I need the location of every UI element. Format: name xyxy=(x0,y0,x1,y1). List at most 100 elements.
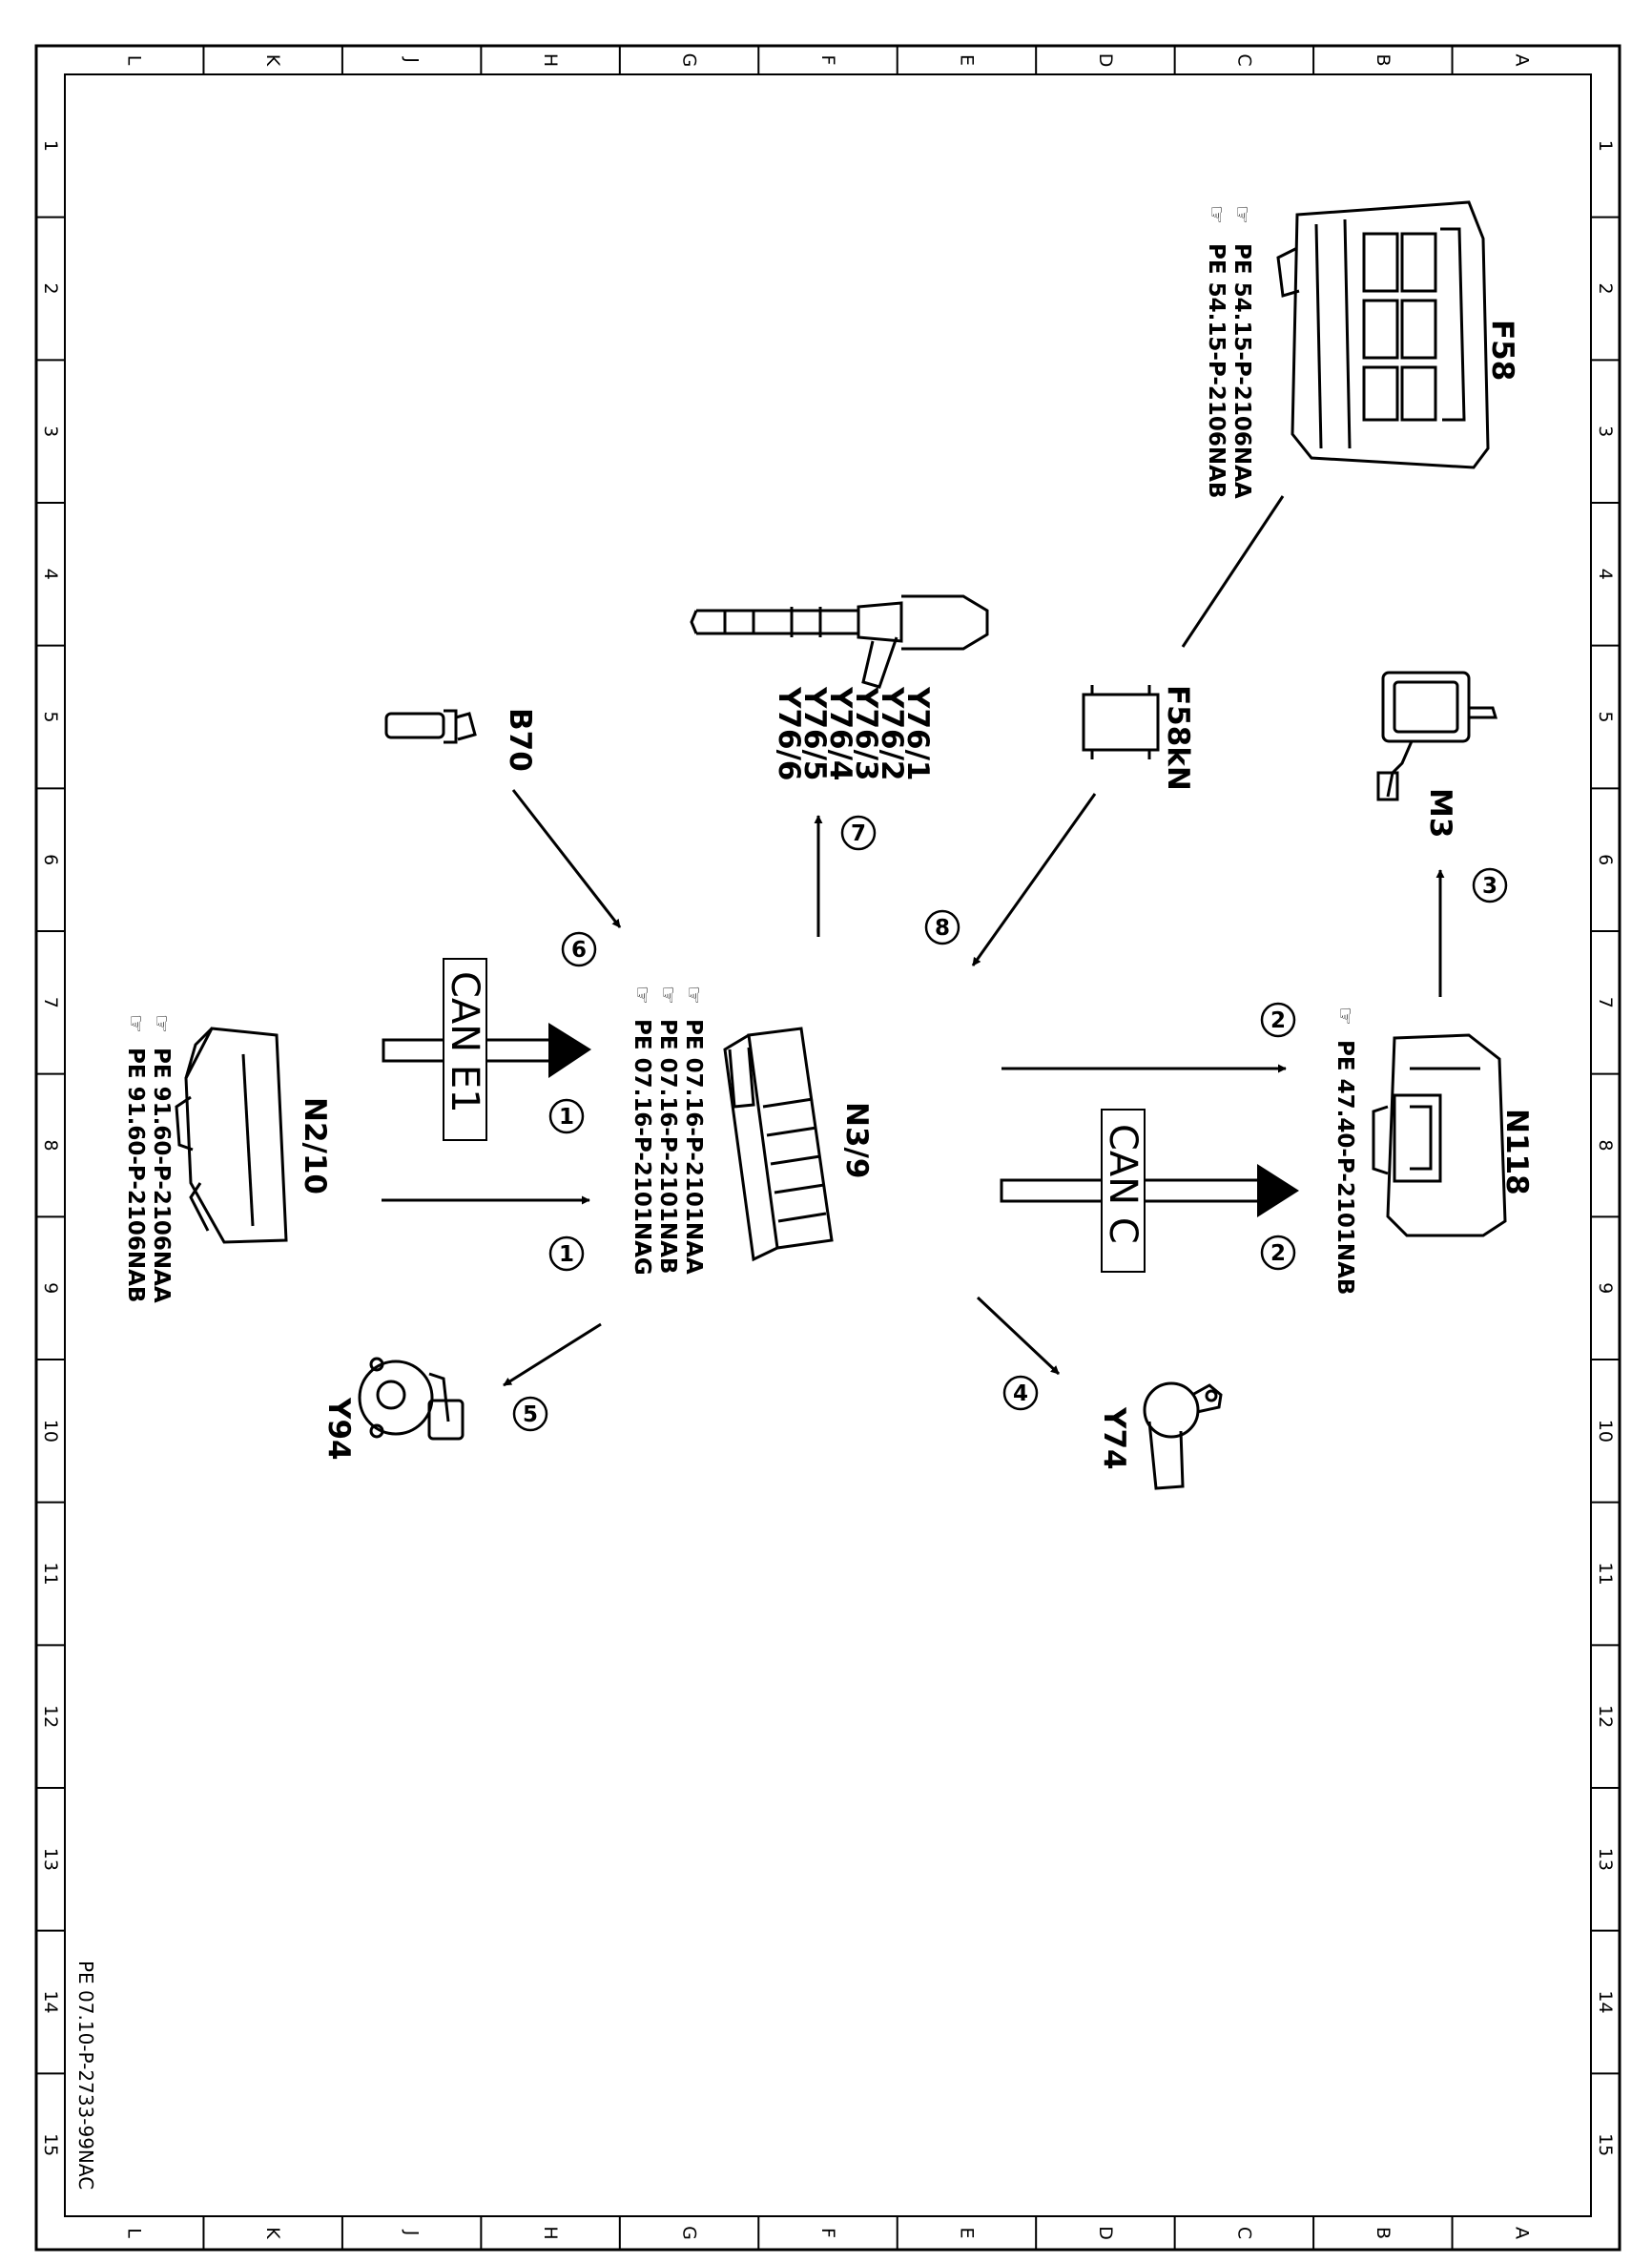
n2-10-ref-1: PE 91.60-P-2106NAA xyxy=(149,1048,174,1303)
n2-10-ref-2: PE 91.60-P-2106NAB xyxy=(123,1048,148,1302)
y94-quantity-control-valve-icon xyxy=(358,1357,465,1441)
row-label: 1 xyxy=(40,140,61,152)
column-label: F xyxy=(817,55,838,66)
row-label: 14 xyxy=(1595,1990,1616,2013)
column-label: C xyxy=(1233,2227,1254,2239)
f58kn-label: F58kN xyxy=(1161,685,1195,791)
column-label: C xyxy=(1233,53,1254,66)
n3-9-ref-2-icon: ☞ xyxy=(655,986,679,1005)
y74-pressure-regulator-icon xyxy=(1143,1381,1223,1490)
signal-callouts: 3 8 7 6 2 2 1 1 xyxy=(512,815,1508,1432)
row-label: 4 xyxy=(1595,569,1616,580)
y94-label: Y94 xyxy=(321,1397,356,1461)
column-label: L xyxy=(124,2228,145,2238)
column-label: A xyxy=(1511,54,1532,67)
column-label: J xyxy=(402,2230,423,2236)
n3-9-ref-1-icon: ☞ xyxy=(681,986,705,1005)
m3-component: M3 xyxy=(1376,671,1498,838)
n3-9-label: N3/9 xyxy=(839,1102,874,1178)
row-label: 13 xyxy=(1595,1848,1616,1871)
svg-text:5: 5 xyxy=(523,1402,538,1427)
drawing-number: PE 07.10-P-2733-99NAC xyxy=(74,1961,97,2190)
callout-1-lower: 1 xyxy=(548,1235,585,1272)
b70-sensor-icon xyxy=(384,709,477,744)
column-label: H xyxy=(540,2226,561,2239)
y76-injector-icon xyxy=(690,594,989,689)
row-label: 12 xyxy=(40,1705,61,1728)
n3-9-ref-2: PE 07.16-P-2101NAB xyxy=(655,1019,680,1274)
row-label: 11 xyxy=(40,1562,61,1585)
n118-ref-1: PE 47.40-P-2101NAB xyxy=(1332,1040,1357,1295)
row-label: 2 xyxy=(1595,282,1616,294)
column-label: B xyxy=(1373,53,1394,66)
y76-label-6: Y76/6 xyxy=(772,686,806,780)
f58-ref-2-icon: ☞ xyxy=(1204,205,1228,224)
svg-text:8: 8 xyxy=(935,916,950,941)
svg-text:3: 3 xyxy=(1482,874,1497,899)
row-label: 11 xyxy=(1595,1562,1616,1585)
y76-component: Y76/1 Y76/2 Y76/3 Y76/4 Y76/5 Y76/6 xyxy=(690,594,989,780)
n118-fuel-pump-control-unit-icon xyxy=(1372,1033,1507,1237)
n3-9-component: N3/9 ☞ ☞ ☞ PE 07.16-P-2101NAA PE 07.16-P… xyxy=(630,986,874,1276)
can-c-label: CAN C xyxy=(1101,1124,1145,1244)
column-label: D xyxy=(1095,2226,1116,2240)
can-c-arrowhead xyxy=(1257,1164,1299,1217)
column-label: L xyxy=(124,55,145,66)
row-label: 5 xyxy=(40,711,61,722)
row-label: 6 xyxy=(40,854,61,865)
n2-10-ref-1-icon: ☞ xyxy=(149,1014,173,1033)
row-label: 13 xyxy=(40,1848,61,1871)
f58-ref-1-icon: ☞ xyxy=(1229,205,1253,224)
callout-4: 4 xyxy=(1002,1375,1039,1411)
svg-text:1: 1 xyxy=(559,1105,574,1130)
can-e1-bus: CAN E1 xyxy=(382,958,591,1141)
column-label: E xyxy=(956,54,977,66)
callout-8: 8 xyxy=(924,909,960,945)
n3-9-ref-1: PE 07.16-P-2101NAA xyxy=(681,1019,706,1275)
callout-6: 6 xyxy=(561,931,597,967)
y76-label-4: Y76/4 xyxy=(823,686,857,780)
y74-label: Y74 xyxy=(1097,1406,1131,1470)
arrow-f58kn-to-n3-9 xyxy=(971,793,1097,966)
svg-text:2: 2 xyxy=(1270,1241,1286,1266)
can-e1-label: CAN E1 xyxy=(443,971,486,1113)
f58-fuse-box-icon xyxy=(1276,200,1490,469)
n2-10-component: N2/10 ☞ ☞ PE 91.60-P-2106NAA PE 91.60-P-… xyxy=(123,1014,332,1303)
f58-label: F58 xyxy=(1485,320,1519,381)
row-label: 14 xyxy=(40,1990,61,2013)
callout-3: 3 xyxy=(1472,867,1508,903)
column-label: G xyxy=(679,53,700,68)
f58-component: F58 PE 54.15-P-2106NAA PE 54.15-P-2106NA… xyxy=(1204,200,1519,499)
m3-label: M3 xyxy=(1423,788,1457,838)
can-e1-label-box xyxy=(443,958,487,1141)
y76-label-1: Y76/1 xyxy=(900,686,935,780)
n2-10-ref-2-icon: ☞ xyxy=(123,1014,147,1033)
n3-9-engine-control-unit-icon xyxy=(723,1027,834,1262)
row-label: 12 xyxy=(1595,1705,1616,1728)
row-label: 9 xyxy=(40,1282,61,1294)
n118-label: N118 xyxy=(1499,1109,1534,1195)
b70-component: B70 xyxy=(384,708,537,772)
y76-label-5: Y76/5 xyxy=(797,686,832,780)
row-label: 10 xyxy=(40,1420,61,1443)
svg-text:7: 7 xyxy=(851,821,866,846)
row-label: 15 xyxy=(40,2133,61,2156)
column-label: A xyxy=(1511,2227,1532,2239)
column-label: D xyxy=(1095,53,1116,68)
column-label: K xyxy=(262,2227,283,2239)
column-label: E xyxy=(956,2227,977,2238)
column-label: F xyxy=(817,2228,838,2238)
row-label: 15 xyxy=(1595,2133,1616,2156)
row-label: 7 xyxy=(40,997,61,1008)
m3-fuel-pump-icon xyxy=(1376,671,1498,801)
b70-label: B70 xyxy=(503,708,537,772)
f58-ref-2: PE 54.15-P-2106NAB xyxy=(1204,243,1229,498)
y76-label-2: Y76/2 xyxy=(875,686,909,780)
callout-5: 5 xyxy=(512,1396,548,1432)
f58kn-relay-icon xyxy=(1082,685,1160,759)
f58-to-f58kn-line xyxy=(1181,495,1285,648)
column-label: G xyxy=(679,2226,700,2240)
arrow-n3-9-to-y74 xyxy=(976,1296,1061,1376)
svg-text:4: 4 xyxy=(1013,1381,1028,1406)
